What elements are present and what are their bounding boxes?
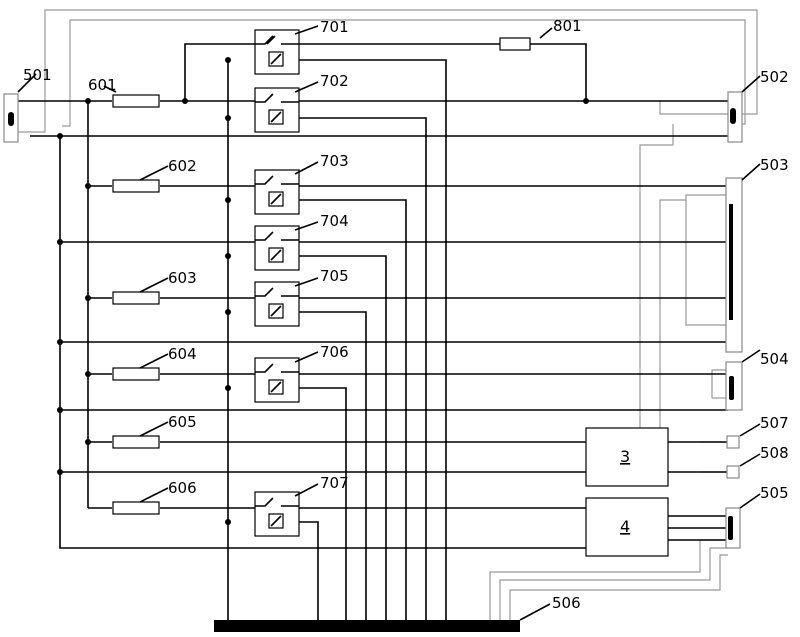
label-606: 606: [168, 479, 197, 497]
connector-504: [725, 361, 743, 411]
label-block-4: 4: [620, 517, 630, 536]
block-3: [585, 427, 669, 487]
connector-501: [3, 93, 19, 143]
relay-702: [254, 87, 300, 133]
label-702: 702: [320, 72, 349, 90]
label-504: 504: [760, 350, 789, 368]
fuse-602: [112, 179, 160, 193]
fuse-605: [112, 435, 160, 449]
label-506: 506: [552, 594, 581, 612]
leader-lines: [17, 25, 761, 621]
label-507: 507: [760, 414, 789, 432]
fuse-604: [112, 367, 160, 381]
label-705: 705: [320, 267, 349, 285]
relay-705: [254, 281, 300, 327]
relay-group: [254, 29, 300, 537]
connector-508: [726, 465, 740, 479]
black-wires: [18, 43, 728, 622]
labels: 501 601 701 801 702 502 602 703 503 704 …: [23, 17, 789, 612]
fuse-606: [112, 501, 160, 515]
label-605: 605: [168, 413, 197, 431]
fuse-603: [112, 291, 160, 305]
relay-701: [254, 29, 300, 75]
label-602: 602: [168, 157, 197, 175]
label-703: 703: [320, 152, 349, 170]
label-701: 701: [320, 18, 349, 36]
relay-706: [254, 357, 300, 403]
label-block-3: 3: [620, 447, 630, 466]
block-4: [585, 497, 669, 557]
relay-703: [254, 169, 300, 215]
relay-707: [254, 491, 300, 537]
label-604: 604: [168, 345, 197, 363]
connector-505: [725, 507, 741, 549]
label-801: 801: [553, 17, 582, 35]
label-704: 704: [320, 212, 349, 230]
connector-506: [214, 620, 520, 632]
label-501: 501: [23, 66, 52, 84]
connector-503: [725, 177, 743, 353]
label-508: 508: [760, 444, 789, 462]
relay-704: [254, 225, 300, 271]
label-601: 601: [88, 76, 117, 94]
junction-dots: [57, 57, 589, 525]
label-706: 706: [320, 343, 349, 361]
label-505: 505: [760, 484, 789, 502]
label-503: 503: [760, 156, 789, 174]
connector-507: [726, 435, 740, 449]
fuse-601: [112, 94, 160, 108]
resistor-801: [499, 37, 531, 51]
label-502: 502: [760, 68, 789, 86]
connector-502: [727, 91, 743, 143]
label-603: 603: [168, 269, 197, 287]
label-707: 707: [320, 474, 349, 492]
